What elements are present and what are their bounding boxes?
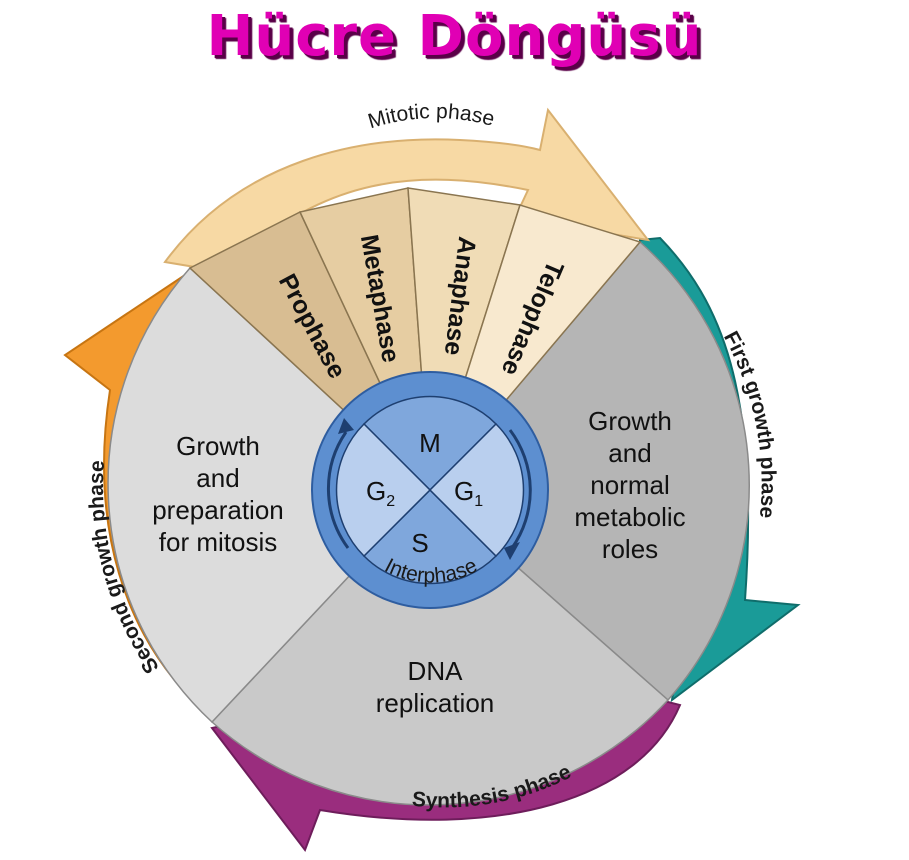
- inner-arrow-left: [326, 431, 350, 549]
- inner-arrowhead-right: [504, 542, 520, 560]
- g2-label: G2: [366, 476, 395, 510]
- svg-text:and: and: [196, 463, 239, 493]
- svg-text:replication: replication: [376, 688, 495, 718]
- g1-quadrant: [428, 422, 525, 558]
- svg-text:Growth: Growth: [176, 431, 260, 461]
- svg-text:metabolic: metabolic: [574, 502, 685, 532]
- g1-sector: [428, 240, 750, 702]
- svg-text:preparation: preparation: [152, 495, 284, 525]
- inner-arrow-right: [508, 429, 532, 549]
- s-label: S: [411, 528, 428, 558]
- s-description: DNA replication: [376, 656, 495, 718]
- svg-text:for mitosis: for mitosis: [159, 527, 277, 557]
- g1-description: Growth and normal metabolic roles: [574, 406, 685, 564]
- g2-sector: [107, 266, 432, 724]
- svg-text:roles: roles: [602, 534, 658, 564]
- svg-text:and: and: [608, 438, 651, 468]
- g2-description: Growth and preparation for mitosis: [152, 431, 284, 557]
- svg-text:Growth: Growth: [588, 406, 672, 436]
- m-label: M: [419, 428, 441, 458]
- m-quadrant: [362, 395, 498, 492]
- svg-text:normal: normal: [590, 470, 669, 500]
- g1-label: G1: [454, 476, 483, 510]
- s-quadrant: [362, 488, 498, 585]
- inner-arrowhead-left: [338, 418, 354, 434]
- svg-text:DNA: DNA: [408, 656, 464, 686]
- s-sector: [210, 488, 670, 806]
- mitotic-phase-label: Mitotic phase: [365, 100, 497, 133]
- mitotic-phase-arrow: [163, 107, 651, 274]
- g2-quadrant: [335, 422, 432, 558]
- page-title: Hücre Döngüsü: [206, 4, 703, 69]
